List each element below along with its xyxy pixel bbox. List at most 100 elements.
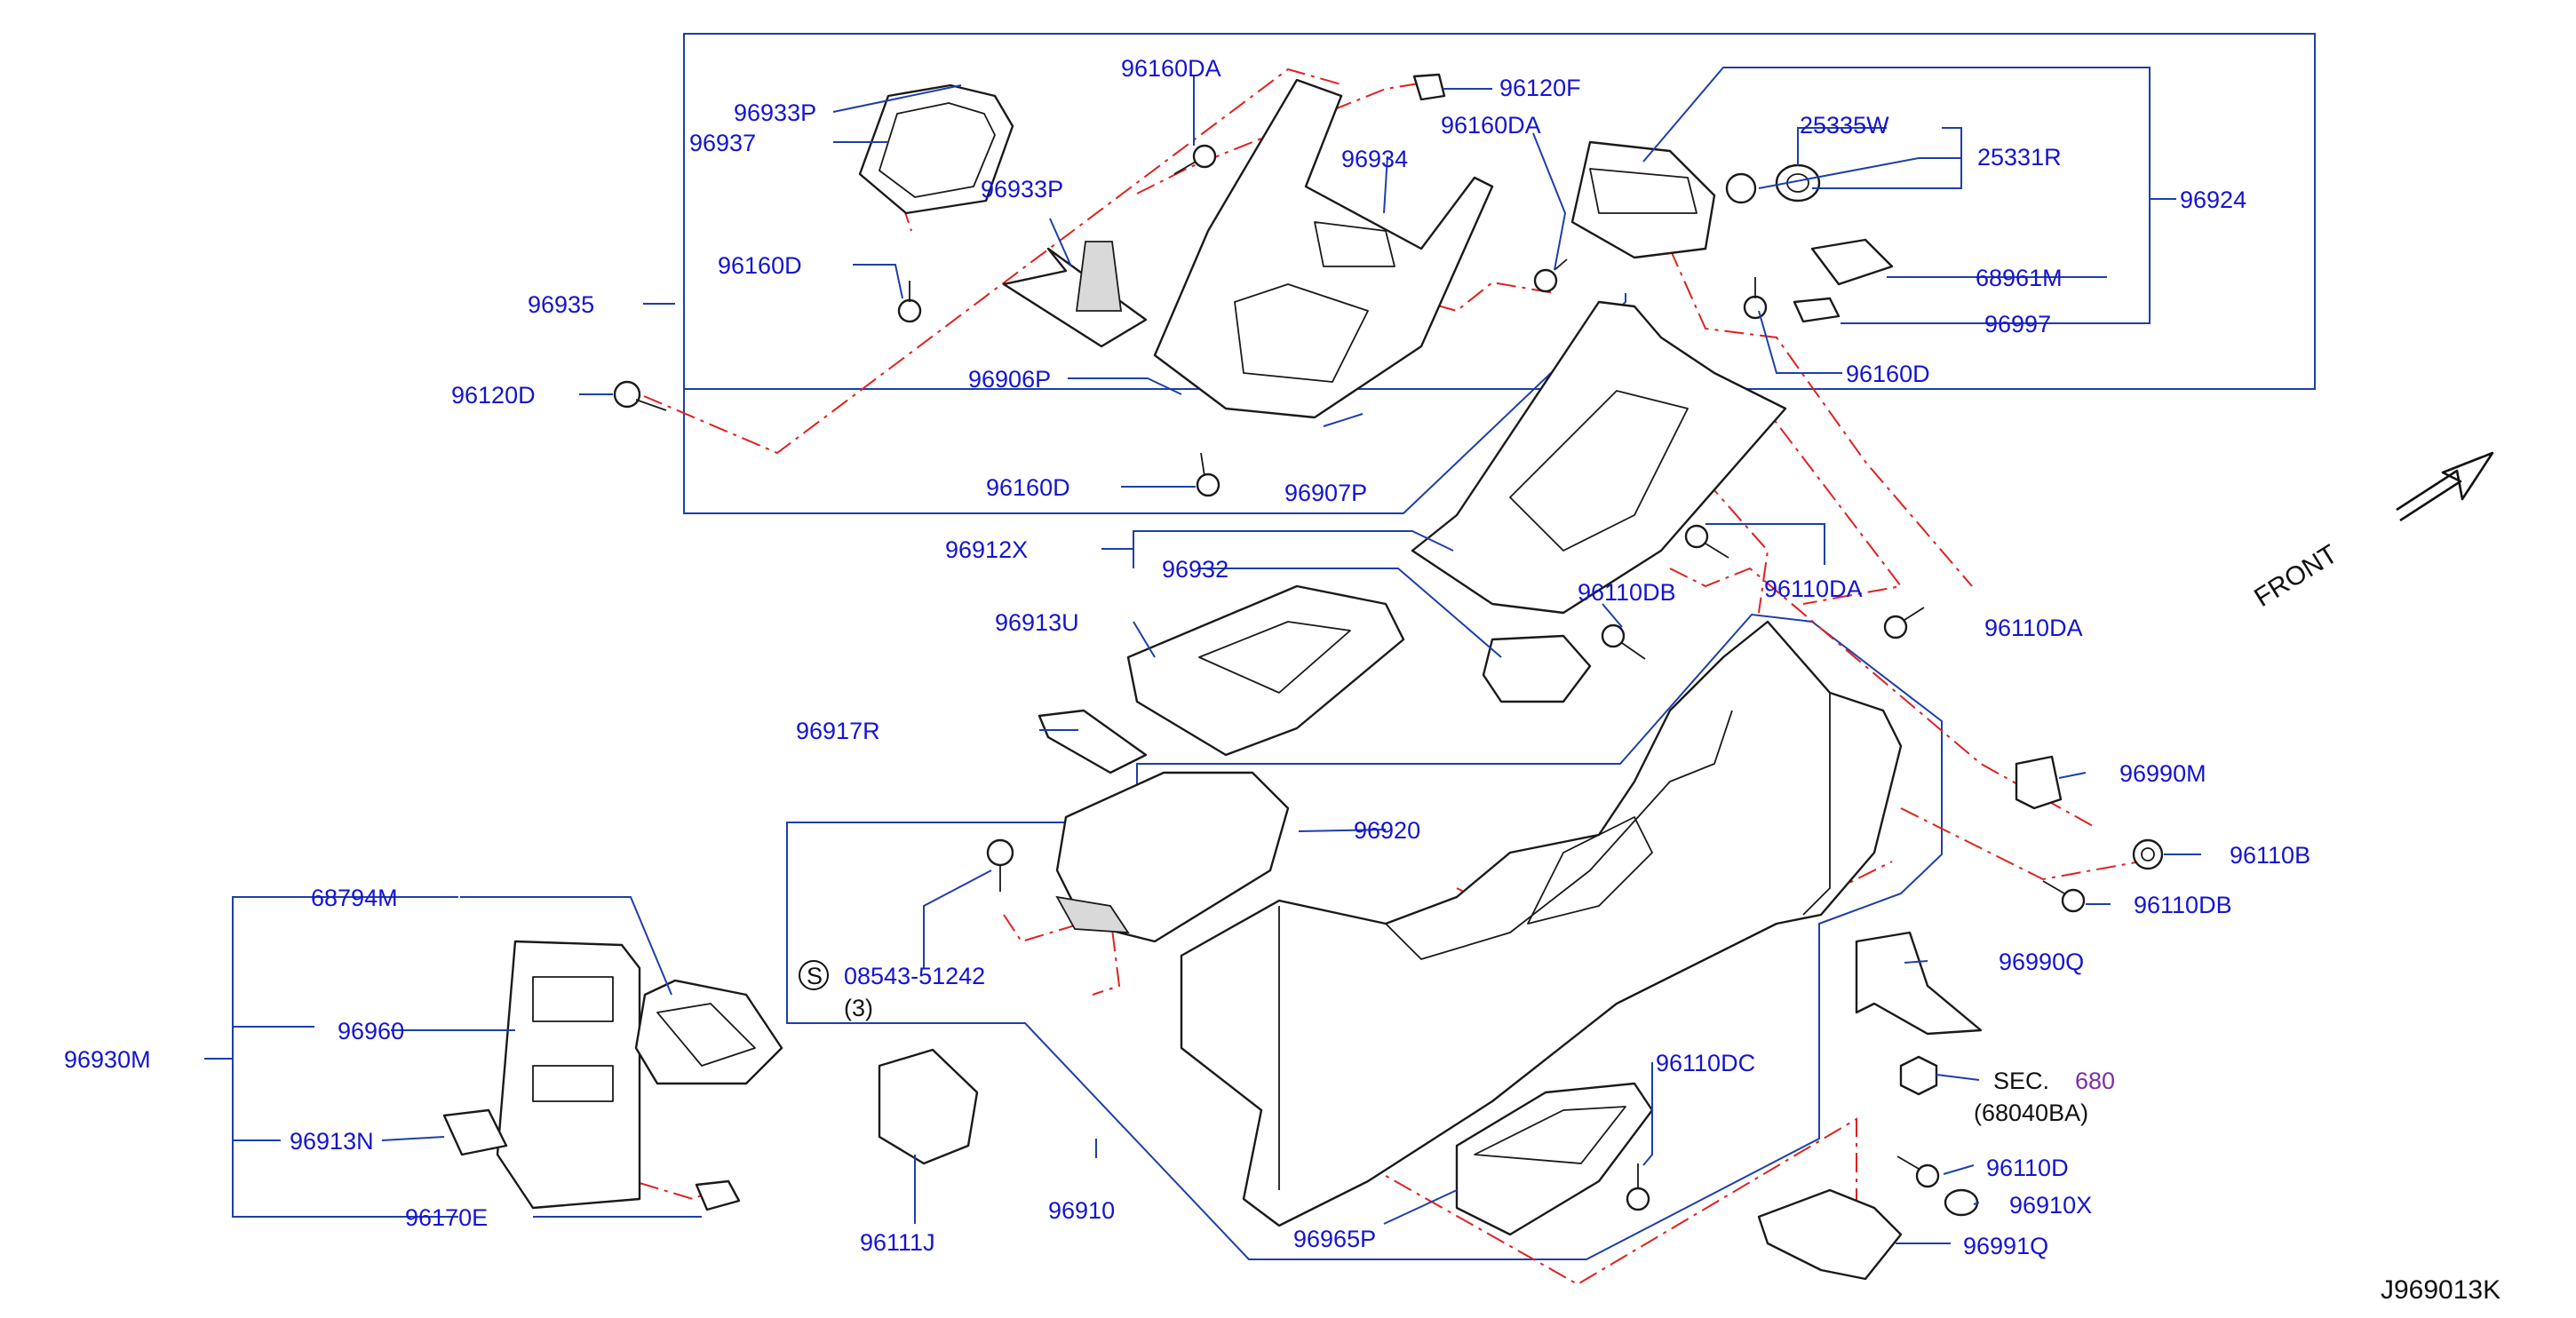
label-sec-prefix: SEC.: [1993, 1068, 2049, 1094]
label-96111J: 96111J: [860, 1229, 935, 1256]
label-96910X: 96910X: [2009, 1192, 2092, 1219]
finisher-96934: [1153, 78, 1494, 419]
bracket-96917R: [1038, 709, 1148, 774]
label-sec-sub: (68040BA): [1974, 1100, 2088, 1126]
screw-96110DA-b: [1883, 607, 1925, 639]
label-96110DB-a: 96110DB: [1578, 579, 1676, 606]
label-96120F: 96120F: [1499, 75, 1581, 101]
dashed-chain-upper: [643, 67, 1342, 455]
upper-assembly-box: [683, 33, 2316, 390]
armrest-96920: [1055, 771, 1290, 943]
screw-96110DA-a: [1684, 524, 1729, 559]
label-96991Q: 96991Q: [1963, 1233, 2048, 1259]
dashed-chain-upper-2: [1136, 81, 1431, 195]
label-96934: 96934: [1341, 146, 1408, 172]
cover-96913N: [442, 1108, 508, 1156]
dashed-chain-lower-7: [639, 1182, 715, 1201]
console-body-96910: [1180, 620, 1903, 1227]
label-96920: 96920: [1354, 817, 1420, 844]
nut-68040BA: [1899, 1055, 1938, 1096]
label-96913N: 96913N: [290, 1128, 374, 1155]
screw-96110DB-a: [1601, 623, 1646, 660]
label-96160D-b: 96160D: [1846, 361, 1930, 387]
label-96990M: 96990M: [2119, 760, 2206, 787]
label-96917R: 96917R: [796, 718, 880, 744]
front-arrow: FRONT: [2249, 451, 2494, 613]
console-assembly-box: [786, 613, 1943, 1260]
label-96932: 96932: [1162, 556, 1228, 583]
label-96160DA-b: 96160DA: [1441, 112, 1541, 139]
label-96924: 96924: [2180, 187, 2246, 213]
cup-holder-96924: [1570, 140, 1716, 259]
plate-96111J: [878, 1048, 979, 1165]
boot-96933P: [1002, 241, 1148, 348]
clip-96997: [1793, 297, 1841, 323]
label-96110D: 96110D: [1986, 1155, 2069, 1181]
clip-96170E: [695, 1179, 741, 1211]
label-96160D-c: 96160D: [986, 474, 1070, 501]
screw-96110D: [1896, 1155, 1940, 1188]
cap-96910X: [1944, 1188, 1979, 1217]
cap-25335W: [1725, 172, 1757, 204]
label-96990Q: 96990Q: [1999, 949, 2084, 975]
label-96110DA-a: 96110DA: [1764, 576, 1863, 602]
label-96937: 96937: [689, 130, 756, 156]
screw-96160D-c: [1196, 452, 1220, 497]
label-96120D: 96120D: [451, 382, 536, 409]
label-96110B: 96110B: [2230, 842, 2310, 869]
tray-96965P: [1455, 1082, 1654, 1236]
finisher-96912X: [1411, 300, 1787, 615]
label-96997: 96997: [1984, 311, 2051, 337]
upper-assembly-box-lower: [683, 293, 1626, 514]
label-68961M: 68961M: [1976, 265, 2063, 291]
screw-96160D-b: [1743, 277, 1768, 320]
front-label: FRONT: [2249, 539, 2342, 613]
nut-96110B: [2132, 838, 2164, 870]
pocket-96932: [1482, 634, 1592, 703]
label-96933P-b: 96933P: [981, 176, 1063, 202]
dashed-chain-lower-4: [1332, 1117, 1857, 1286]
bracket-96991Q: [1757, 1188, 1903, 1281]
label-96960: 96960: [338, 1018, 404, 1044]
screw-96160DA-a: [1173, 144, 1217, 175]
label-96935: 96935: [528, 291, 594, 318]
finisher-96960: [496, 940, 641, 1210]
screw-96120D: [613, 380, 667, 411]
label-96907P: 96907P: [1284, 480, 1367, 506]
label-96965P: 96965P: [1293, 1226, 1376, 1252]
clip-96120F: [1412, 73, 1446, 101]
bezel-96937: [858, 83, 1014, 215]
label-25335W: 25335W: [1800, 112, 1889, 139]
label-96110DB-b: 96110DB: [2134, 892, 2232, 918]
label-08543-qty: (3): [844, 995, 873, 1021]
screw-96160DA-b: [1533, 258, 1568, 293]
label-96160D-a: 96160D: [718, 252, 802, 279]
label-68794M: 68794M: [311, 885, 398, 911]
label-25331R: 25331R: [1977, 144, 2062, 171]
label-96913U: 96913U: [995, 609, 1079, 636]
label-96110DC: 96110DC: [1656, 1050, 1755, 1076]
label-sec-number: 680: [2075, 1068, 2115, 1094]
label-96160DA-a: 96160DA: [1121, 55, 1221, 82]
label-96170E: 96170E: [405, 1204, 488, 1231]
dashed-chain-lower-2: [1758, 399, 1903, 605]
bracket-96990M: [2015, 755, 2063, 810]
leader-lines: [204, 67, 2201, 1244]
cover-96913U: [1126, 584, 1405, 757]
s-symbol-circle: [799, 960, 829, 990]
dashed-chain-lower-9: [1669, 248, 1973, 587]
clip-68961M: [1810, 238, 1894, 286]
s-symbol: S: [807, 963, 823, 989]
bracket-96990Q: [1855, 931, 1983, 1036]
label-96930M: 96930M: [64, 1046, 151, 1073]
label-96910: 96910: [1048, 1197, 1115, 1224]
label-08543-51242: 08543-51242: [844, 963, 985, 989]
label-96110DA-b: 96110DA: [1984, 615, 2083, 641]
screw-96110DC: [1626, 1163, 1650, 1211]
screw-08543: [986, 838, 1014, 892]
screw-96160D-a: [897, 281, 922, 323]
screw-96110DB-b: [2042, 880, 2086, 913]
label-96933P-a: 96933P: [734, 99, 816, 126]
label-96906P: 96906P: [968, 366, 1051, 393]
